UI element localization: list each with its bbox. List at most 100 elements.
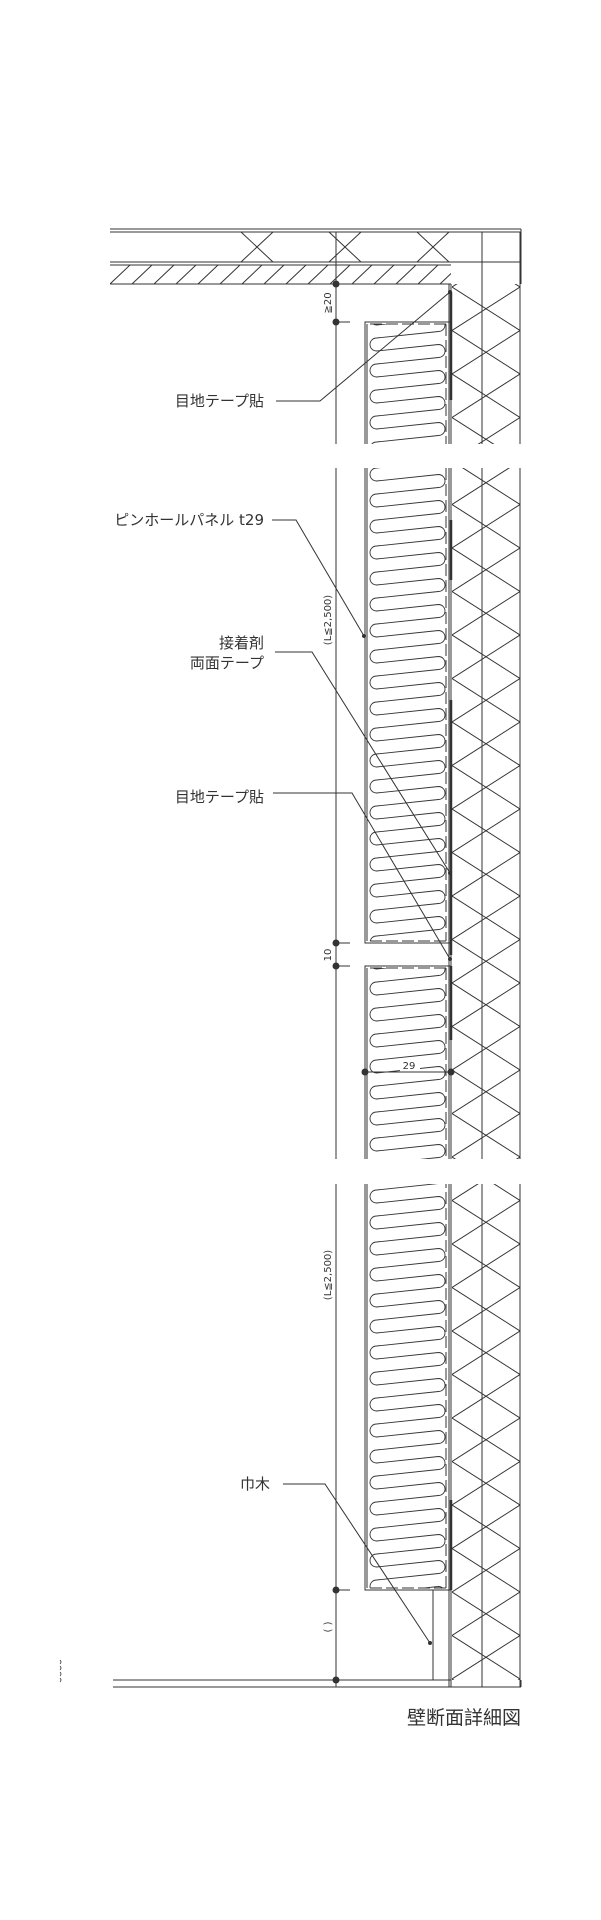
panel-outline (364, 965, 452, 1159)
stud-diagonal (452, 200, 520, 244)
stud-diagonal (452, 1069, 520, 1114)
label-joint-tape-mid: 目地テープ貼 (175, 788, 264, 806)
leader-line (275, 651, 451, 874)
stud-diagonal (452, 1184, 479, 1201)
dim-top-gap: ≧20 (323, 292, 334, 313)
tiny-mark (59, 1665, 62, 1671)
label-pinhole-panel: ピンホールパネル t29 (114, 511, 264, 529)
stud-diagonal (452, 1374, 520, 1419)
stud-diagonal (452, 200, 520, 244)
stud-diagonal (452, 1461, 520, 1506)
panel-outline (364, 468, 452, 944)
ceiling-joist-x (328, 231, 362, 263)
ceiling-hatch (110, 265, 482, 284)
stud-diagonal (452, 330, 520, 375)
hatch-line (131, 265, 153, 284)
hatch-line (219, 265, 241, 284)
hatch-line (285, 265, 307, 284)
stud-diagonal (452, 504, 520, 549)
stud-diagonal (452, 1200, 520, 1245)
hatch-line (175, 265, 197, 284)
insulation-pattern (369, 468, 446, 941)
stud-diagonal (452, 634, 520, 679)
wall-section (335, 200, 521, 1767)
panel-outline (364, 321, 452, 444)
label-double-sided-tape: 両面テープ (190, 654, 264, 672)
stud-diagonal (452, 808, 520, 853)
stud-diagonal (452, 1113, 520, 1158)
stud-diagonal (452, 1417, 520, 1462)
insulation-loops (369, 468, 446, 941)
panel-outline (365, 322, 451, 943)
hatch-line (197, 265, 219, 284)
tiny-mark (59, 1677, 62, 1683)
stud-diagonal (452, 678, 520, 723)
insulation-pattern (369, 968, 446, 1159)
stud-diagonal (452, 468, 510, 505)
leader-line (283, 1483, 431, 1644)
hatch-line (263, 265, 285, 284)
stud-diagonal (452, 286, 520, 331)
stud-diagonal (452, 200, 520, 244)
stud-diagonal (452, 244, 520, 288)
stud-diagonal (452, 1723, 520, 1767)
stud-diagonal (452, 244, 520, 288)
leader-point (448, 871, 452, 875)
stud-diagonal (452, 939, 520, 984)
dim-joint-gap: 10 (323, 949, 334, 962)
dim-panel-thickness: 29 (403, 1061, 416, 1072)
tiny-mark (59, 1659, 62, 1665)
pinhole-panel-lower (364, 1184, 452, 1591)
wall-stud-x (452, 200, 520, 1159)
leader-line (272, 519, 365, 637)
stud-diagonal (452, 1287, 520, 1332)
stud-diagonal (452, 1723, 520, 1767)
stud-diagonal (452, 1026, 520, 1071)
stud-diagonal (452, 895, 520, 940)
hatch-line (373, 265, 395, 284)
insulation-loops (369, 324, 446, 444)
hatch-line (307, 265, 329, 284)
stud-diagonal (514, 284, 520, 288)
wall-stud-x (452, 200, 520, 1767)
insulation-pattern (369, 1184, 446, 1588)
hatch-line (153, 265, 175, 284)
leader-point (448, 957, 452, 961)
hatch-line (417, 265, 439, 284)
stud-diagonal (452, 1330, 520, 1375)
wall-stud-x (452, 200, 520, 1767)
insulation-loops (369, 1184, 446, 1588)
stud-diagonal (452, 244, 520, 288)
ceiling-joist-x (240, 231, 274, 263)
dimension-text-mask (400, 1059, 420, 1071)
ceiling-joist-x (416, 231, 450, 263)
stud-diagonal (452, 1635, 520, 1680)
insulation-pattern (369, 324, 446, 444)
pinhole-panel-upper (364, 468, 452, 944)
dim-panel-length-2: (L≦2,500) (323, 1250, 334, 1300)
insulation-pattern (370, 956, 445, 1632)
dim-bottom-gap: ( ) (323, 1621, 334, 1632)
tiny-mark (59, 1671, 62, 1677)
stud-diagonal (452, 200, 520, 244)
stud-diagonal (452, 1723, 520, 1767)
stud-diagonal (452, 244, 520, 288)
pinhole-panel-upper (364, 321, 452, 444)
hatch-line (241, 265, 263, 284)
leader-point (448, 290, 452, 294)
label-joint-tape-top: 目地テープ貼 (175, 392, 264, 410)
hatch-line (439, 272, 451, 284)
dim-panel-length-1: (L≦2,500) (323, 595, 334, 645)
stud-diagonal (452, 721, 520, 766)
stud-diagonal (452, 1723, 520, 1767)
stud-diagonal (452, 1504, 520, 1549)
hatch-line (462, 265, 482, 284)
stud-diagonal (452, 1548, 520, 1593)
leader-point (362, 634, 366, 638)
stud-diagonal (452, 591, 520, 636)
stud-diagonal (452, 284, 458, 288)
hatch-line (110, 265, 131, 284)
panel-outline (364, 1184, 452, 1591)
drawing-title: 壁断面詳細図 (407, 1707, 521, 1729)
